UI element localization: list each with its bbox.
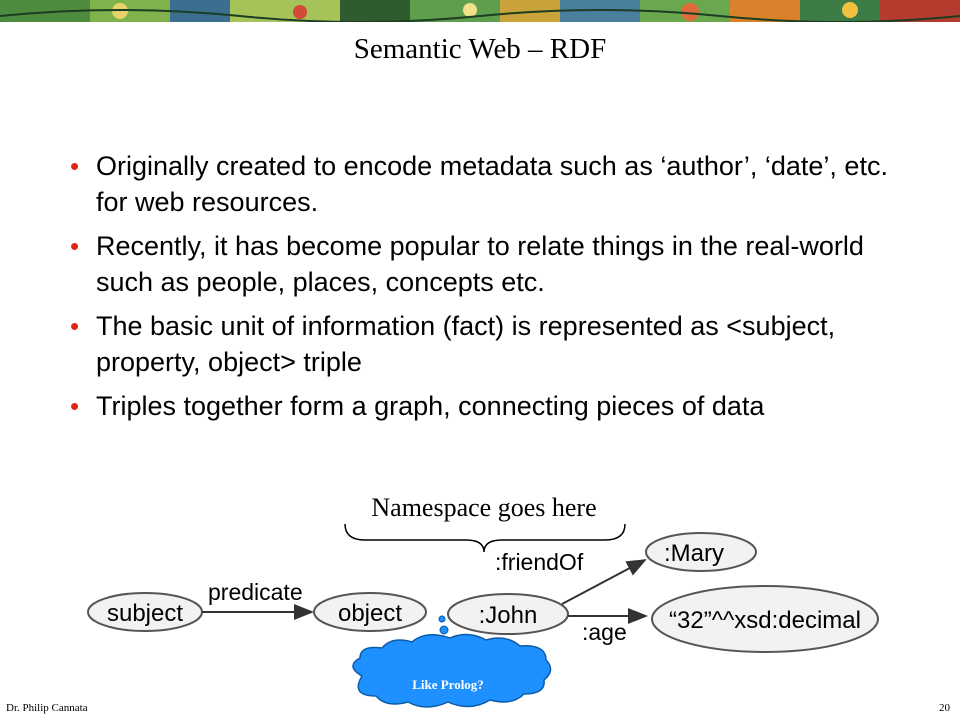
- stained-glass-banner: [0, 0, 960, 22]
- namespace-brace: [344, 523, 626, 553]
- thought-bubble-medium: [439, 625, 449, 635]
- bullet-list: • Originally created to encode metadata …: [66, 148, 926, 432]
- mary-node-label: :Mary: [664, 540, 724, 567]
- friend-of-label: :friendOf: [495, 549, 584, 575]
- john-node: [447, 593, 569, 635]
- bullet-marker: •: [70, 311, 80, 341]
- namespace-label: Namespace goes here: [371, 493, 596, 522]
- footer-author: Dr. Philip Cannata: [6, 702, 88, 714]
- bullet-text: Triples together form a graph, connectin…: [96, 391, 765, 421]
- decimal-node-label: “32”^^xsd:decimal: [669, 607, 861, 634]
- decimal-node: [651, 585, 879, 653]
- bullet-text: Originally created to encode metadata su…: [96, 151, 888, 217]
- object-node: [313, 592, 427, 632]
- object-node-label: object: [338, 600, 402, 627]
- page-number: 20: [939, 702, 950, 714]
- predicate-label: predicate: [208, 579, 303, 605]
- bullet-item: • The basic unit of information (fact) i…: [66, 308, 926, 380]
- slide-title: Semantic Web – RDF: [353, 33, 607, 65]
- bullet-item: • Originally created to encode metadata …: [66, 148, 926, 220]
- callout-cloud: [352, 633, 552, 708]
- mary-node: [645, 532, 757, 572]
- bullet-marker: •: [70, 391, 80, 421]
- john-node-label: :John: [479, 602, 538, 629]
- friend-of-arrow: [561, 559, 647, 605]
- bullet-marker: •: [70, 151, 80, 181]
- bullet-marker: •: [70, 231, 80, 261]
- rdf-triple-diagram: Namespace goes here subject predicate ob…: [87, 493, 879, 708]
- thought-bubble-small: [438, 615, 446, 623]
- bullet-item: • Recently, it has become popular to rel…: [66, 228, 926, 300]
- bullet-text: Recently, it has become popular to relat…: [96, 231, 864, 297]
- subject-node-label: subject: [107, 600, 183, 627]
- bullet-text: The basic unit of information (fact) is …: [96, 311, 836, 377]
- callout-text: Like Prolog?: [412, 677, 484, 692]
- bullet-item: • Triples together form a graph, connect…: [66, 388, 926, 424]
- age-label: :age: [582, 619, 627, 645]
